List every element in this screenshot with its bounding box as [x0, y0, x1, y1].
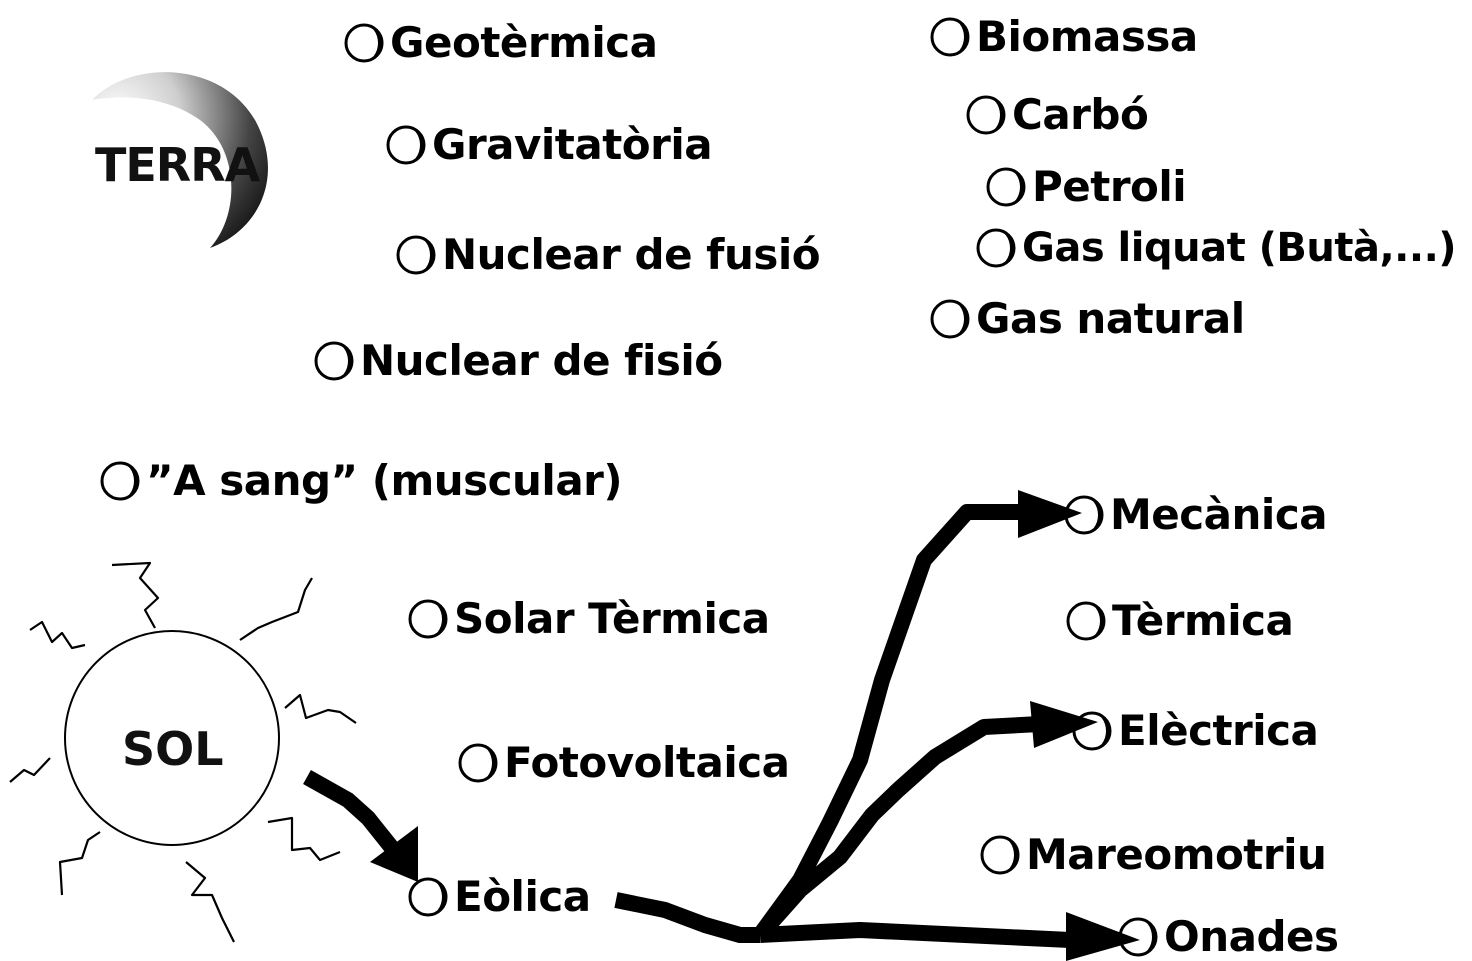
output-mareomotriu: Mareomotriu	[980, 830, 1327, 879]
arrow-sol-eolica	[303, 770, 418, 882]
bullet-icon	[1072, 711, 1112, 751]
source-label: Fotovoltaica	[504, 738, 790, 787]
bullet-icon	[1064, 495, 1104, 535]
source-label: Gravitatòria	[432, 120, 713, 169]
source-a-sang: ”A sang” (muscular)	[100, 456, 623, 505]
bullet-icon	[986, 167, 1026, 207]
bullet-icon	[980, 835, 1020, 875]
bullet-icon	[930, 299, 970, 339]
source-label: Biomassa	[976, 12, 1198, 61]
source-label: Eòlica	[454, 872, 591, 921]
bullet-icon	[386, 125, 426, 165]
bullet-icon	[458, 743, 498, 783]
sun-rays-icon	[9, 561, 357, 943]
output-label: Elèctrica	[1118, 706, 1319, 755]
source-fotovoltaica: Fotovoltaica	[458, 738, 790, 787]
output-electrica: Elèctrica	[1072, 706, 1319, 755]
bullet-icon	[344, 23, 384, 63]
source-label: Carbó	[1012, 90, 1149, 139]
arrow-eolica-fan	[614, 504, 1071, 948]
source-label: Petroli	[1032, 162, 1187, 211]
bullet-icon	[1118, 917, 1158, 957]
source-label: Nuclear de fusió	[442, 230, 821, 279]
bullet-icon	[100, 461, 140, 501]
output-termica: Tèrmica	[1066, 596, 1294, 645]
output-label: Onades	[1164, 912, 1339, 961]
source-nuclear-fisio: Nuclear de fisió	[314, 340, 723, 382]
bullet-icon	[976, 228, 1016, 268]
source-carbo: Carbó	[966, 90, 1149, 139]
source-label: Gas natural	[976, 294, 1245, 343]
output-label: Tèrmica	[1112, 596, 1294, 645]
sol-circle	[64, 630, 280, 846]
source-nuclear-fusio: Nuclear de fusió	[396, 230, 821, 279]
bullet-icon	[314, 341, 354, 381]
source-biomassa: Biomassa	[930, 16, 1198, 58]
source-label: Geotèrmica	[390, 18, 658, 67]
arrowheads	[1018, 490, 1140, 961]
source-gas-liquat: Gas liquat (Butà,...)	[976, 225, 1457, 271]
output-onades: Onades	[1118, 916, 1339, 958]
terra-crescent-icon	[92, 72, 268, 248]
bullet-icon	[966, 95, 1006, 135]
bullet-icon	[1066, 601, 1106, 641]
source-eolica: Eòlica	[408, 876, 591, 918]
sol-label: SOL	[122, 722, 224, 776]
bullet-icon	[396, 235, 436, 275]
bullet-icon	[408, 599, 448, 639]
source-solar-termica: Solar Tèrmica	[408, 598, 770, 640]
terra-label: TERRA	[95, 138, 260, 192]
source-gas-natural: Gas natural	[930, 298, 1245, 340]
bullet-icon	[930, 17, 970, 57]
source-label: Nuclear de fisió	[360, 336, 723, 385]
output-mecanica: Mecànica	[1064, 490, 1328, 539]
source-label: Gas liquat (Butà,...)	[1022, 225, 1457, 271]
source-geotermica: Geotèrmica	[344, 22, 658, 64]
output-label: Mareomotriu	[1026, 830, 1327, 879]
source-petroli: Petroli	[986, 162, 1187, 211]
output-label: Mecànica	[1110, 490, 1328, 539]
source-label: ”A sang” (muscular)	[146, 456, 623, 505]
source-label: Solar Tèrmica	[454, 594, 770, 643]
bullet-icon	[408, 877, 448, 917]
source-gravitatoria: Gravitatòria	[386, 120, 713, 169]
